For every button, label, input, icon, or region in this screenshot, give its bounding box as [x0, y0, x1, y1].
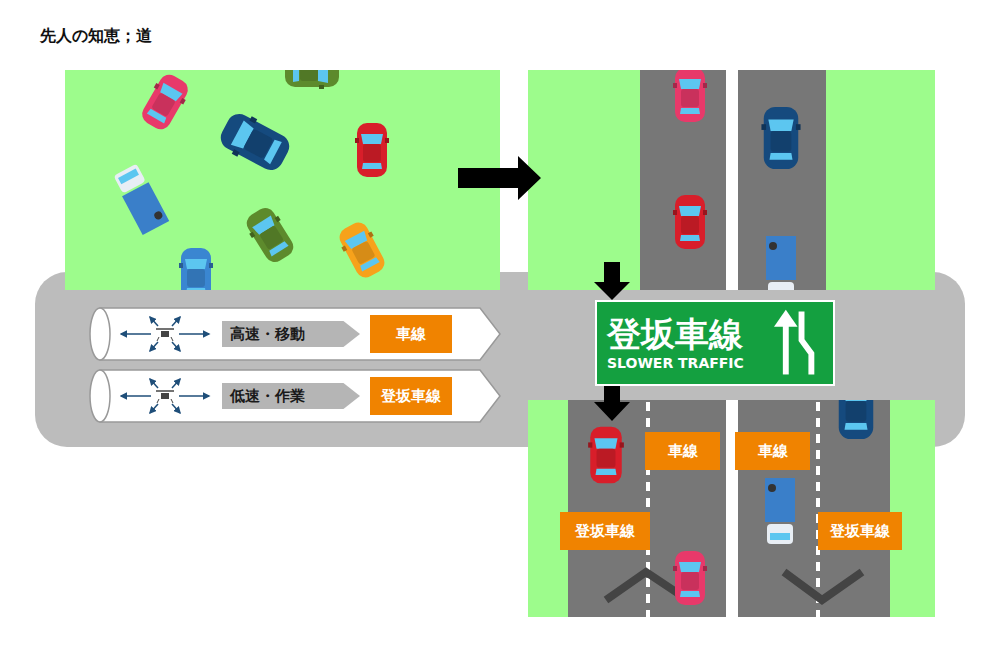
cars-climbing — [588, 400, 875, 605]
car — [588, 427, 624, 484]
car — [137, 70, 193, 134]
label-text: 車線 — [758, 442, 788, 460]
flow-arrow — [594, 262, 630, 300]
lane-label: 登坂車線 — [370, 377, 452, 415]
car — [334, 218, 389, 282]
tube — [90, 370, 500, 422]
car — [761, 107, 800, 169]
drone-icon — [121, 379, 209, 413]
lane-label: 登坂車線 — [560, 512, 650, 550]
car — [673, 70, 707, 122]
lane-label: 車線 — [735, 432, 810, 470]
car — [285, 70, 339, 89]
sign-subtitle: SLOWER TRAFFIC — [607, 354, 744, 372]
arrow-label: 高速・移動 — [222, 321, 360, 347]
cars-lanes — [673, 70, 801, 290]
cars-chaos — [112, 70, 390, 290]
tube — [90, 308, 500, 360]
label-text: 車線 — [396, 325, 426, 343]
label-text: 登坂車線 — [381, 387, 441, 405]
flow-arrow — [458, 156, 541, 200]
lane-label: 車線 — [645, 432, 720, 470]
label-text: 登坂車線 — [830, 522, 890, 540]
label-text: 車線 — [668, 442, 698, 460]
field-panel — [65, 70, 500, 290]
drone-icons — [121, 317, 209, 413]
label-text: 低速・作業 — [230, 387, 305, 405]
truck — [112, 163, 169, 235]
truck — [765, 478, 795, 544]
title: 先人の知恵；道 — [40, 26, 152, 47]
lane-label: 登坂車線 — [818, 512, 902, 550]
car — [836, 400, 875, 439]
road-panel — [528, 70, 935, 290]
lane-label: 車線 — [370, 315, 452, 353]
car — [179, 248, 213, 290]
truck — [766, 236, 796, 290]
flow-arrow — [594, 386, 630, 421]
car — [673, 195, 707, 249]
car — [673, 551, 707, 605]
label-text: 高速・移動 — [230, 325, 305, 343]
car — [355, 123, 389, 177]
road-sign: 登坂車線SLOWER TRAFFIC — [595, 300, 835, 386]
sign-title: 登坂車線 — [607, 314, 743, 354]
car — [241, 203, 298, 267]
drone-icon — [121, 317, 209, 351]
road-panel-climbing — [528, 400, 935, 617]
arrow-label: 低速・作業 — [222, 383, 360, 409]
car — [215, 107, 295, 176]
label-text: 登坂車線 — [575, 522, 635, 540]
